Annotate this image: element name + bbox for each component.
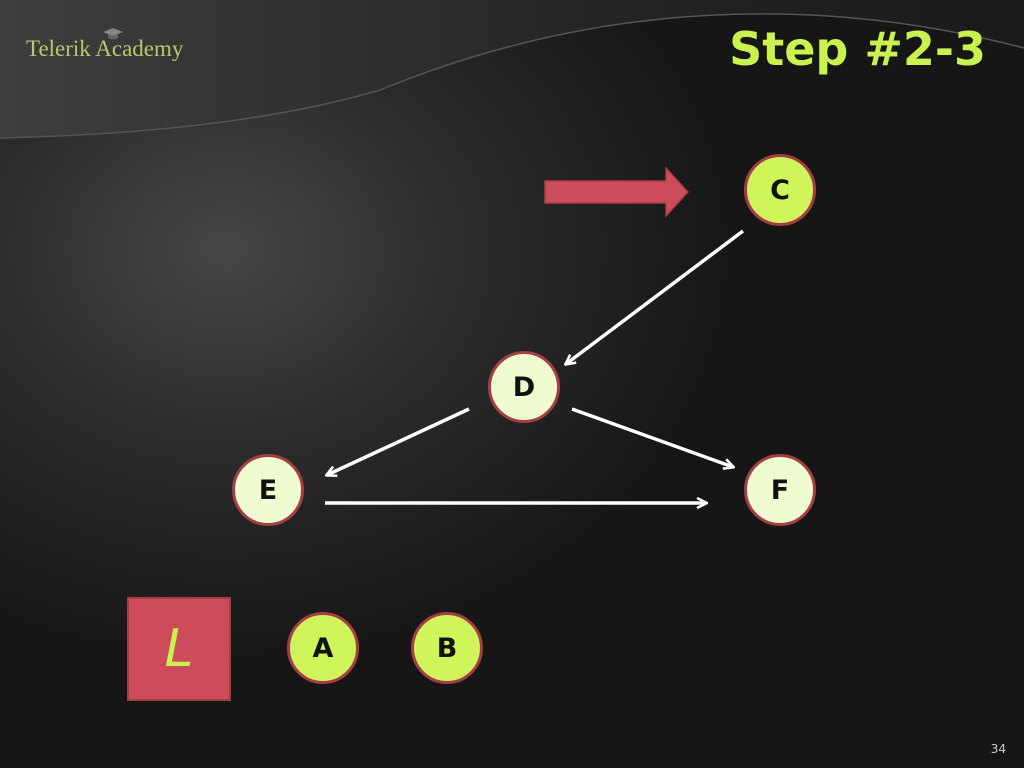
- result-list-item-a: A: [287, 612, 359, 684]
- graph-node-c: C: [744, 154, 816, 226]
- result-list-label: L: [127, 597, 231, 701]
- graph-node-f: F: [744, 454, 816, 526]
- edge-d-f: [571, 407, 733, 467]
- edge-c-d: [566, 229, 745, 364]
- slide-title: Step #2-3: [729, 22, 986, 76]
- pointer-arrow: [544, 166, 690, 218]
- page-number: 34: [990, 742, 1006, 756]
- graph-node-e: E: [232, 454, 304, 526]
- graph-node-d: D: [488, 351, 560, 423]
- brand-name: Telerik Academy: [26, 36, 184, 61]
- edge-d-e: [327, 407, 470, 475]
- result-list-item-b: B: [411, 612, 483, 684]
- graduation-cap-icon: [103, 28, 123, 40]
- brand-logo-text: Telerik Academy: [26, 28, 184, 62]
